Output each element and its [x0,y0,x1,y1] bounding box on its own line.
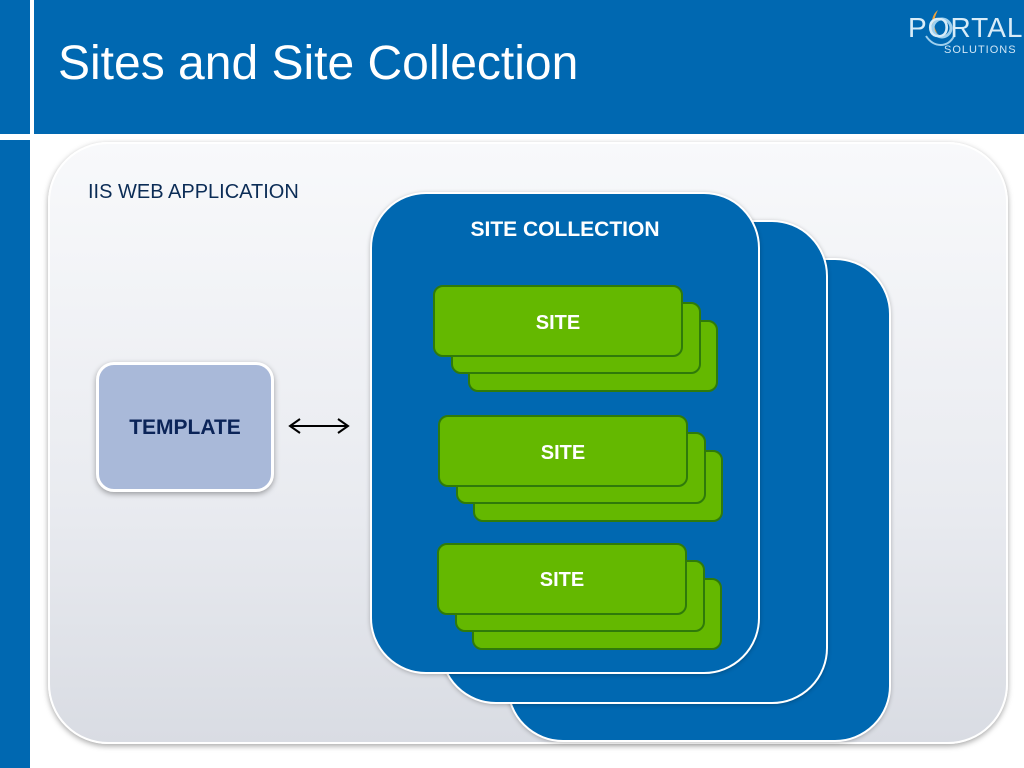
portal-solutions-logo: PORTAL SOLUTIONS [900,4,1024,64]
logo-mark-icon [925,10,955,46]
iis-web-application-label: IIS WEB APPLICATION [88,181,299,203]
site-2-label: SITE [540,442,586,464]
header-divider [30,0,34,134]
site-1-front-card [433,285,683,357]
template-box [96,362,274,492]
site-3-label: SITE [539,569,585,591]
site-collection-label: SITE COLLECTION [470,218,660,241]
template-label: TEMPLATE [129,416,241,439]
logo-word: PORTAL [908,12,1024,43]
slide-title: Sites and Site Collection [58,37,579,90]
site-3-front-card [437,543,687,615]
site-1-label: SITE [535,312,581,334]
header-bar [0,0,1024,134]
left-accent-strip [0,140,30,768]
double-headed-arrow-icon [288,418,350,434]
logo-subtitle: SOLUTIONS [944,44,1017,56]
site-2-front-card [438,415,688,487]
